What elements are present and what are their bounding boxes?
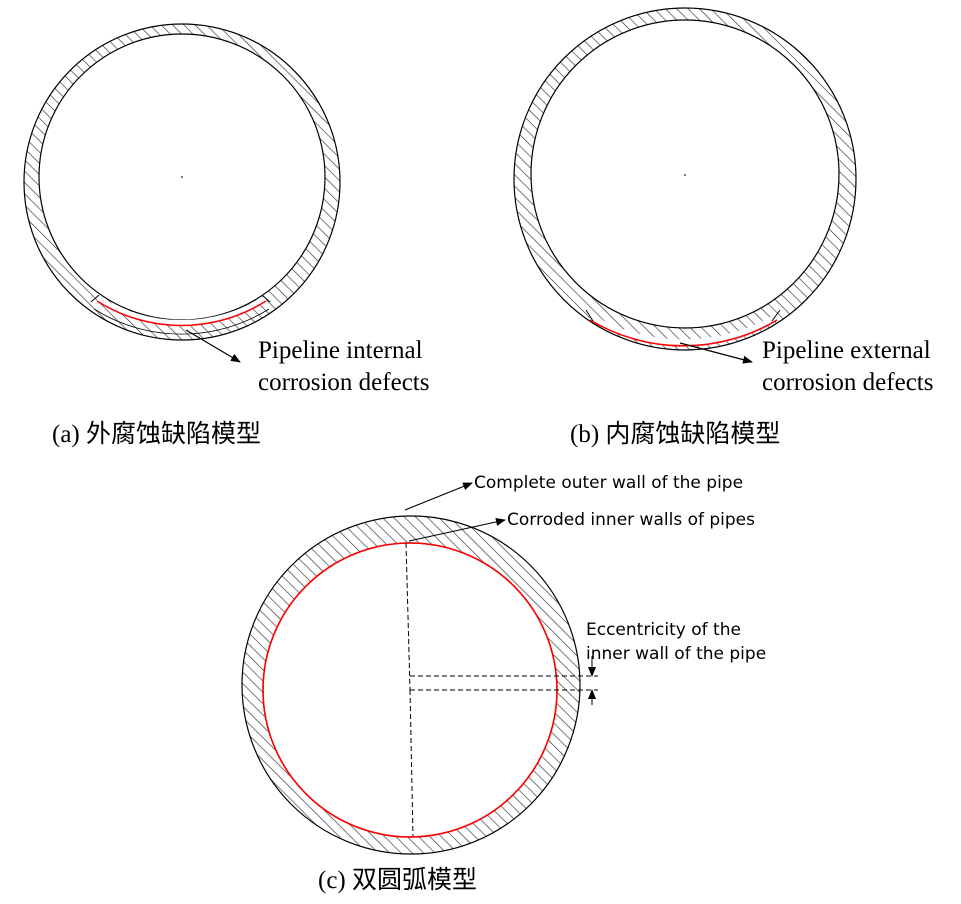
defect-label-line2: corrosion defects [258, 369, 429, 396]
vertical-radius-lower [409, 689, 414, 837]
defect-end-right [261, 294, 271, 303]
outer-wall-leader-arrow [404, 482, 473, 511]
panel-c: Complete outer wall of the pipe Corroded… [241, 473, 766, 894]
center-dot [181, 176, 183, 178]
defect-end-left [585, 309, 594, 322]
defect-pointer-arrow [185, 329, 241, 363]
inner-corrosion-boundary [96, 300, 267, 327]
defect-outer-edge [93, 308, 270, 335]
inner-wall-leader-arrow [408, 518, 506, 542]
defect-end-left [90, 294, 100, 303]
inner-wall-label: Corroded inner walls of pipes [507, 510, 755, 530]
defect-label-line2: corrosion defects [762, 369, 933, 396]
defect-label-line1: Pipeline internal [258, 337, 423, 364]
pipe-wall-hatched-ring [23, 23, 341, 341]
pipe-wall-hatched-ring [513, 7, 857, 351]
center-dot [684, 174, 686, 176]
panel-a: Pipeline internal corrosion defects (a) … [23, 23, 429, 448]
caption-a: (a) 外腐蚀缺陷模型 [52, 420, 261, 448]
vertical-radius-upper [405, 542, 411, 691]
eccentricity-label-line2: inner wall of the pipe [586, 644, 766, 664]
outer-corrosion-boundary [589, 319, 778, 347]
defect-end-right [771, 309, 781, 322]
defect-pointer-arrow [679, 342, 753, 364]
caption-c: (c) 双圆弧模型 [318, 866, 477, 894]
pipe-wall-hatched-region [241, 515, 581, 855]
caption-b: (b) 内腐蚀缺陷模型 [570, 420, 780, 448]
panel-b: Pipeline external corrosion defects (b) … [513, 7, 933, 448]
defect-label-line1: Pipeline external [762, 337, 931, 364]
eccentricity-label-line1: Eccentricity of the [586, 620, 741, 640]
outer-wall-label: Complete outer wall of the pipe [474, 473, 743, 493]
